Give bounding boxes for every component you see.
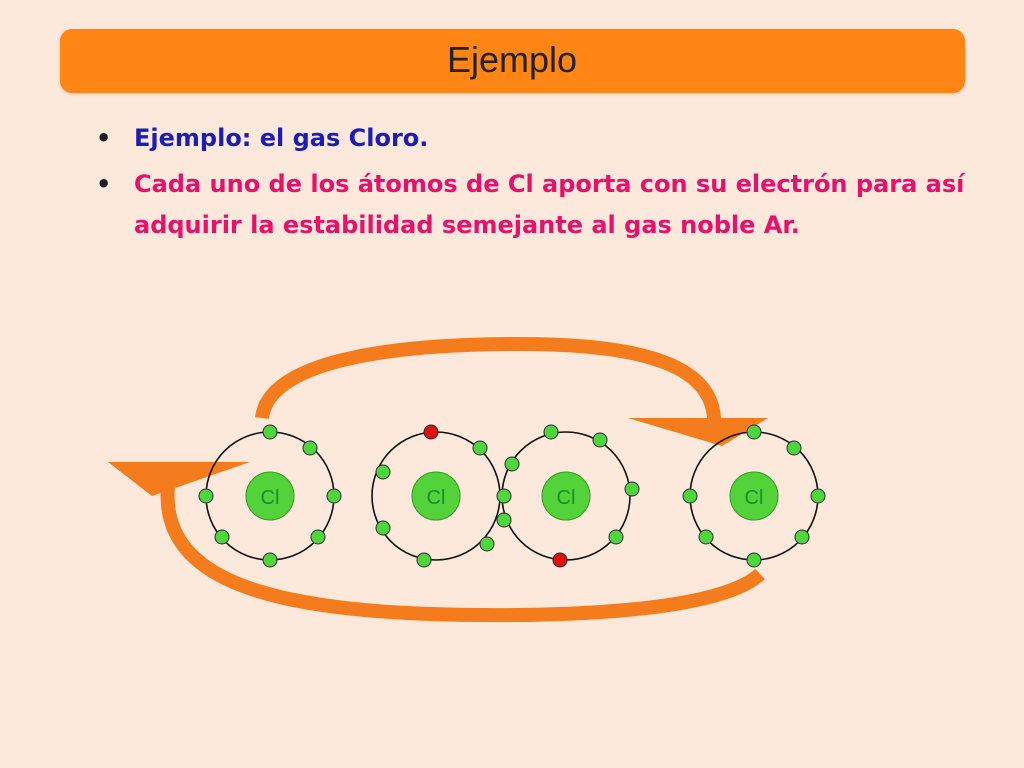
electron [472, 440, 488, 456]
atom-4: Cl [682, 424, 826, 568]
electron [214, 529, 230, 545]
electron [592, 432, 608, 448]
electron [416, 552, 432, 568]
electron [608, 529, 624, 545]
electron [810, 488, 826, 504]
atom-label: Cl [427, 487, 446, 509]
electron [504, 456, 520, 472]
nucleus [729, 471, 779, 521]
electron [479, 536, 495, 552]
atom-2: Cl [371, 424, 501, 568]
electron [496, 488, 512, 504]
bullet-item: • Cada uno de los átomos de Cl aporta co… [96, 164, 976, 246]
nucleus [541, 471, 591, 521]
electron [302, 440, 318, 456]
electron [375, 520, 391, 536]
atom-3: Cl [501, 424, 640, 568]
electron [786, 440, 802, 456]
bullet-list: • Ejemplo: el gas Cloro. • Cada uno de l… [96, 118, 976, 251]
bullet-text-example: Ejemplo: el gas Cloro. [134, 124, 429, 152]
electron [543, 424, 559, 440]
electron [262, 552, 278, 568]
bullet-item: • Ejemplo: el gas Cloro. [96, 118, 976, 159]
shared-electron [423, 424, 439, 440]
title-bar [60, 29, 965, 93]
electron [326, 488, 342, 504]
electron [746, 552, 762, 568]
electron [624, 481, 640, 497]
bullet-dot-icon: • [96, 124, 112, 152]
bullet-dot-icon: • [96, 170, 112, 198]
bullet-text-explanation: Cada uno de los átomos de Cl aporta con … [134, 170, 965, 239]
electron [310, 529, 326, 545]
upper-arrow-icon [255, 336, 768, 446]
electron [794, 529, 810, 545]
nucleus [245, 471, 295, 521]
electron [682, 488, 698, 504]
electron [746, 424, 762, 440]
atom-label: Cl [261, 487, 280, 509]
shared-electron [552, 552, 568, 568]
atom-label: Cl [745, 487, 764, 509]
atom-label: Cl [557, 487, 576, 509]
atom-1: Cl [198, 424, 342, 568]
nucleus [411, 471, 461, 521]
electron [198, 488, 214, 504]
electron [375, 464, 391, 480]
electron [262, 424, 278, 440]
slide-title: Ejemplo [446, 39, 578, 80]
shared-pair [496, 456, 520, 528]
electron [496, 512, 512, 528]
lower-arrow-icon [108, 462, 765, 623]
electron [698, 529, 714, 545]
